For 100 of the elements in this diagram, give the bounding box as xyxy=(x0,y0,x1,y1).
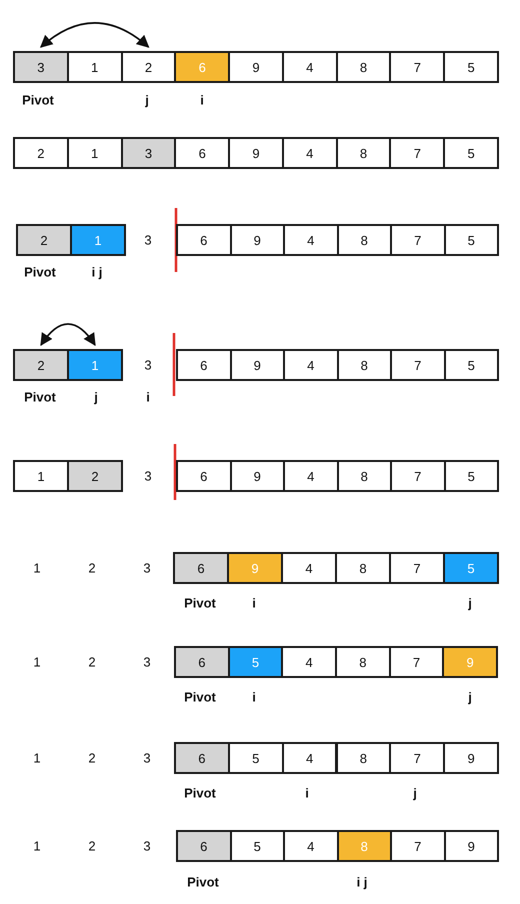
array-cell: 1 xyxy=(13,460,69,492)
array-cell: 1 xyxy=(70,224,126,256)
array-cell: 5 xyxy=(443,552,499,584)
array-cell: 7 xyxy=(388,646,444,678)
pointer-label: Pivot xyxy=(24,264,56,280)
pointer-label: j xyxy=(94,390,98,404)
array-cell: 8 xyxy=(336,830,392,862)
sorted-value: 2 xyxy=(88,560,96,576)
pointer-label: Pivot xyxy=(187,874,219,890)
array-cell: 7 xyxy=(389,137,446,169)
array-cell: 6 xyxy=(174,742,230,774)
array-cell: 4 xyxy=(282,137,338,169)
array-cell: 8 xyxy=(335,552,391,584)
pointer-label: i xyxy=(305,786,309,800)
array-cell: 9 xyxy=(228,137,284,169)
sorted-value: 1 xyxy=(33,838,41,854)
array-cell: 8 xyxy=(336,51,392,83)
array-cell: 7 xyxy=(390,224,446,256)
array-cell: 3 xyxy=(120,137,176,169)
sorted-value: 1 xyxy=(33,654,41,670)
array-cell: 4 xyxy=(283,224,338,256)
array-cell: 5 xyxy=(443,137,499,169)
array-cell: 5 xyxy=(444,460,499,492)
array-cell: 3 xyxy=(13,51,69,83)
sorted-value: 3 xyxy=(144,358,152,372)
sorted-value: 3 xyxy=(143,560,151,576)
array-cell: 5 xyxy=(228,742,284,774)
array-cell: 5 xyxy=(443,51,499,83)
array-cell: 7 xyxy=(390,460,446,492)
pointer-label: i xyxy=(252,596,256,610)
array-cell: 8 xyxy=(336,224,392,256)
array-cell: 7 xyxy=(389,742,446,774)
array-cell: 9 xyxy=(230,349,285,381)
array-cell: 7 xyxy=(389,51,446,83)
pointer-label: j xyxy=(145,92,149,108)
pointer-label: j xyxy=(468,596,472,610)
array-cell: 9 xyxy=(227,552,283,584)
array-cell: 5 xyxy=(228,646,284,678)
pointer-label: Pivot xyxy=(184,596,216,610)
swap-arrow xyxy=(40,323,96,346)
array-cell: 8 xyxy=(336,349,392,381)
array-cell: 9 xyxy=(230,224,285,256)
sorted-value: 2 xyxy=(88,838,96,854)
array-cell: 7 xyxy=(389,552,445,584)
array-cell: 1 xyxy=(66,51,123,83)
array-cell: 6 xyxy=(174,137,230,169)
array-cell: 9 xyxy=(230,460,285,492)
pointer-label: Pivot xyxy=(184,786,216,800)
array-cell: 2 xyxy=(67,460,123,492)
array-cell: 5 xyxy=(444,224,499,256)
array-cell: 6 xyxy=(176,830,232,862)
array-cell: 2 xyxy=(120,51,176,83)
pointer-label: i xyxy=(200,92,204,108)
array-cell: 6 xyxy=(174,646,230,678)
array-cell: 8 xyxy=(336,460,392,492)
array-cell: 8 xyxy=(335,646,391,678)
sorted-value: 3 xyxy=(143,750,151,766)
array-cell: 4 xyxy=(283,460,338,492)
pointer-label: Pivot xyxy=(24,390,56,404)
array-cell: 9 xyxy=(443,742,499,774)
sorted-value: 1 xyxy=(33,560,41,576)
pointer-label: j xyxy=(413,786,417,800)
pointer-label: i xyxy=(146,390,150,404)
array-cell: 4 xyxy=(281,646,337,678)
array-cell: 6 xyxy=(176,224,232,256)
array-cell: 9 xyxy=(228,51,284,83)
array-cell: 1 xyxy=(67,349,123,381)
array-cell: 9 xyxy=(444,830,499,862)
array-cell: 5 xyxy=(444,349,499,381)
sorted-value: 2 xyxy=(88,654,96,670)
sorted-value: 3 xyxy=(143,654,151,670)
pointer-label: i xyxy=(252,690,256,704)
array-cell: 2 xyxy=(13,137,69,169)
array-cell: 4 xyxy=(283,349,338,381)
sorted-value: 3 xyxy=(144,232,152,248)
array-cell: 6 xyxy=(173,552,229,584)
array-cell: 4 xyxy=(281,552,337,584)
array-cell: 4 xyxy=(283,830,338,862)
pointer-label: j xyxy=(468,690,472,704)
array-cell: 2 xyxy=(16,224,72,256)
array-cell: 6 xyxy=(176,349,232,381)
array-cell: 2 xyxy=(13,349,69,381)
array-cell: 8 xyxy=(336,742,392,774)
array-cell: 5 xyxy=(230,830,285,862)
sorted-value: 2 xyxy=(88,750,96,766)
array-cell: 7 xyxy=(390,349,446,381)
array-cell: 6 xyxy=(174,51,230,83)
array-cell: 4 xyxy=(282,51,338,83)
sorted-value: 3 xyxy=(143,838,151,854)
pointer-label: i j xyxy=(92,264,102,280)
array-cell: 1 xyxy=(66,137,123,169)
pointer-label: Pivot xyxy=(184,690,216,704)
array-cell: 8 xyxy=(336,137,392,169)
array-cell: 9 xyxy=(442,646,498,678)
array-cell: 7 xyxy=(390,830,446,862)
pointer-label: i j xyxy=(356,874,368,890)
array-cell: 6 xyxy=(176,460,232,492)
sorted-value: 1 xyxy=(33,750,41,766)
swap-arrow xyxy=(40,22,150,48)
array-cell: 4 xyxy=(282,742,338,774)
